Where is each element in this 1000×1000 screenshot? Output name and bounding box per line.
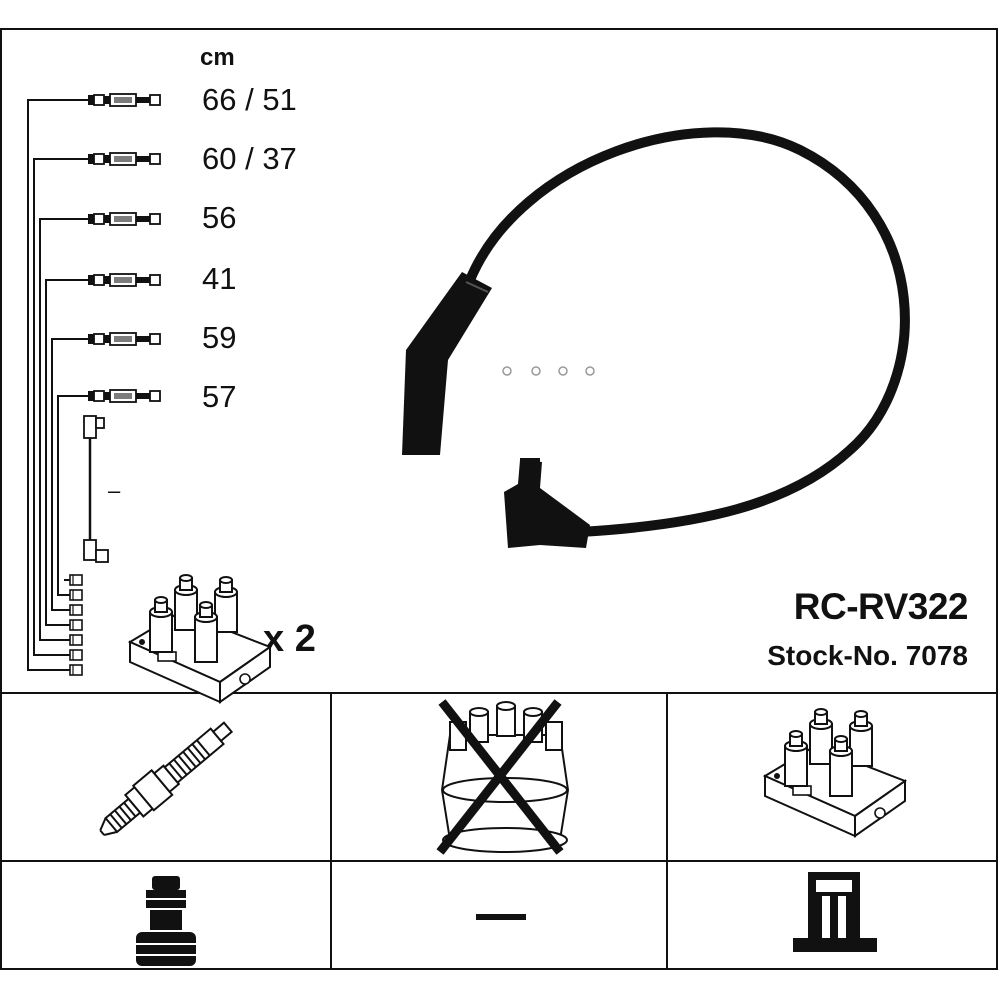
extra-short-lead <box>83 415 109 563</box>
lead-connector-5 <box>87 332 161 346</box>
table-col-divider-2 <box>666 692 668 970</box>
lead-length-6: 57 <box>202 379 237 414</box>
product-code: RC-RV322 <box>793 586 969 627</box>
lead-connector-3 <box>87 212 161 226</box>
stock-number: Stock-No. 7078 <box>767 640 968 671</box>
table-top-divider <box>0 692 998 694</box>
extra-lead-mark: – <box>108 478 121 503</box>
coil-quantity: x 2 <box>263 618 316 660</box>
harness-lines <box>27 99 88 671</box>
lead-connector-4 <box>87 273 161 287</box>
lead-length-5: 59 <box>202 320 237 355</box>
lead-length-1: 66 / 51 <box>202 82 297 117</box>
ignition-cable-illustration <box>402 127 910 548</box>
lead-connector-2 <box>87 152 161 166</box>
no-component-dash <box>476 914 526 920</box>
table-col-divider-1 <box>330 692 332 970</box>
drawing-frame <box>0 28 998 970</box>
lead-length-2: 60 / 37 <box>202 141 297 176</box>
lead-connector-1 <box>87 93 161 107</box>
table-middle-divider <box>0 860 998 862</box>
ignition-coil-small <box>129 574 271 703</box>
unit-label: cm <box>200 44 235 71</box>
lead-connector-6 <box>87 389 161 403</box>
coil-terminal-icon <box>793 872 877 952</box>
ignition-coil-icon <box>764 708 906 837</box>
lead-length-4: 41 <box>202 261 237 296</box>
indicator-dots <box>502 366 595 376</box>
lead-length-3: 56 <box>202 200 237 235</box>
plug-connector-icon <box>136 876 196 966</box>
not-included-cross <box>436 699 564 855</box>
spark-plug-icon <box>99 721 234 836</box>
